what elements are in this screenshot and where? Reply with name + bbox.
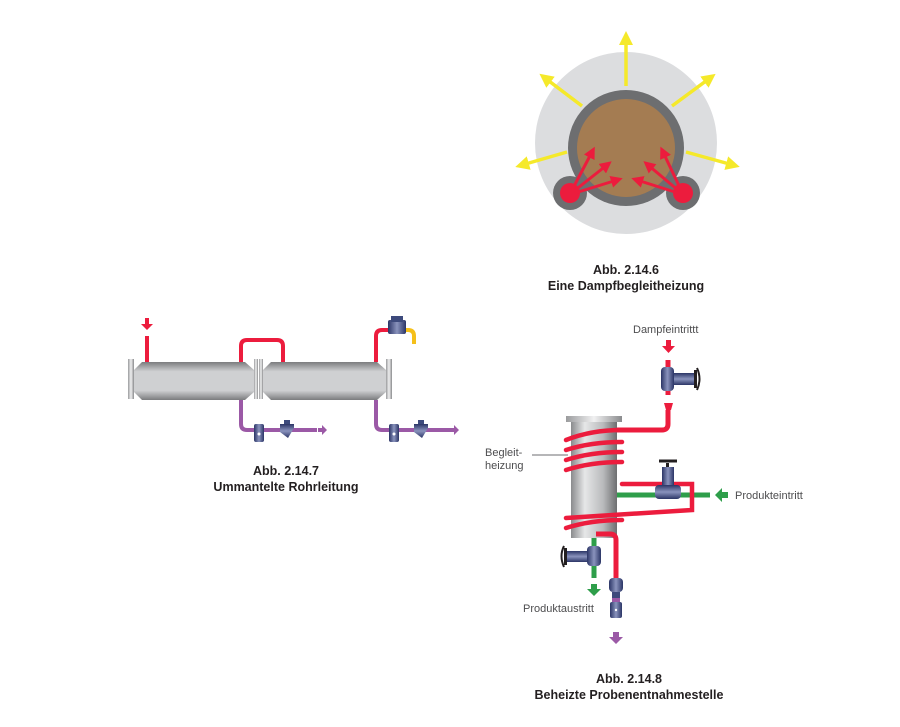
label-tracer-line2: heizung: [485, 460, 524, 472]
condensate-outlet-arrow-left: [318, 425, 327, 435]
label-tracer-line1: Begleit-: [485, 447, 523, 459]
label-product-inlet: Produkteintritt: [735, 490, 803, 502]
product-outlet-arrow: [587, 584, 601, 596]
steam-trap-left: [254, 424, 264, 442]
label-product-outlet: Produktaustritt: [523, 603, 594, 615]
product-outlet-valve: [560, 545, 601, 568]
air-vent-outlet: [404, 328, 416, 344]
steam-riser: [374, 328, 390, 362]
jacketed-pipe-section-left: [128, 359, 258, 400]
figure-title: Ummantelte Rohrleitung: [213, 480, 359, 494]
sampling-steam-trap: [609, 578, 623, 618]
strainer-left: [280, 420, 294, 438]
heat-transfer-arrow: [660, 146, 683, 191]
heat-transfer-arrows: [570, 146, 683, 195]
condensate-outlet-arrow: [609, 632, 623, 644]
heat-transfer-arrow: [574, 176, 623, 195]
pipe-product: [577, 99, 675, 197]
air-vent-valve: [388, 316, 406, 334]
condensate-return-line: [596, 531, 619, 586]
figure-number: Abb. 2.14.8: [596, 672, 662, 686]
figure-number: Abb. 2.14.6: [593, 263, 659, 277]
figure-caption-2-14-8: Abb. 2.14.8 Beheizte Probenentnahmestell…: [502, 671, 756, 703]
label-steam-inlet: Dampfeintrittt: [633, 324, 699, 336]
strainer-right: [414, 420, 428, 438]
steam-crossover-loop: [239, 338, 285, 362]
steam-inlet-arrow: [141, 318, 153, 330]
steam-trap-right: [389, 424, 399, 442]
label-tracer: Begleit- heizung: [485, 447, 524, 473]
steam-isolation-valve: [661, 367, 701, 391]
heat-transfer-arrow: [573, 161, 612, 193]
steam-feed-to-coil: [616, 410, 671, 433]
tracer-tube-left-steam: [560, 183, 580, 203]
heat-arrow-left: [515, 150, 568, 170]
heat-transfer-arrow: [570, 146, 595, 191]
figure-jacketed-pipeline: [128, 316, 459, 442]
figure-caption-2-14-6: Abb. 2.14.6 Eine Dampfbegleitheizung: [520, 262, 732, 294]
heat-transfer-arrow: [631, 176, 679, 195]
figure-steam-tracer-cross-section: [515, 31, 740, 234]
condensate-line-right: [374, 400, 450, 432]
figure-number: Abb. 2.14.7: [253, 464, 319, 478]
product-inlet-arrow: [715, 488, 728, 502]
figure-title: Beheizte Probenentnahmestelle: [534, 688, 724, 702]
tracer-tube-right-steam: [673, 183, 693, 203]
heat-transfer-arrow: [643, 161, 680, 193]
condensate-outlet-arrow-right: [450, 425, 459, 435]
figure-heated-sampling-point: [532, 340, 728, 644]
tracing-coil: [563, 427, 695, 531]
figure-caption-2-14-7: Abb. 2.14.7 Ummantelte Rohrleitung: [186, 463, 386, 495]
steam-feed-reducer: [664, 403, 673, 410]
jacketed-pipe-section-right: [259, 359, 392, 400]
heat-arrow-right: [685, 150, 740, 170]
product-inlet-valve: [655, 459, 681, 499]
figure-title: Eine Dampfbegleitheizung: [547, 279, 705, 293]
heat-arrow-upper-left: [539, 73, 584, 108]
heat-loss-arrows: [515, 31, 740, 170]
steam-inlet-arrow: [662, 340, 675, 353]
heat-arrow-upper-right: [670, 73, 716, 108]
condensate-line-left: [239, 400, 317, 432]
